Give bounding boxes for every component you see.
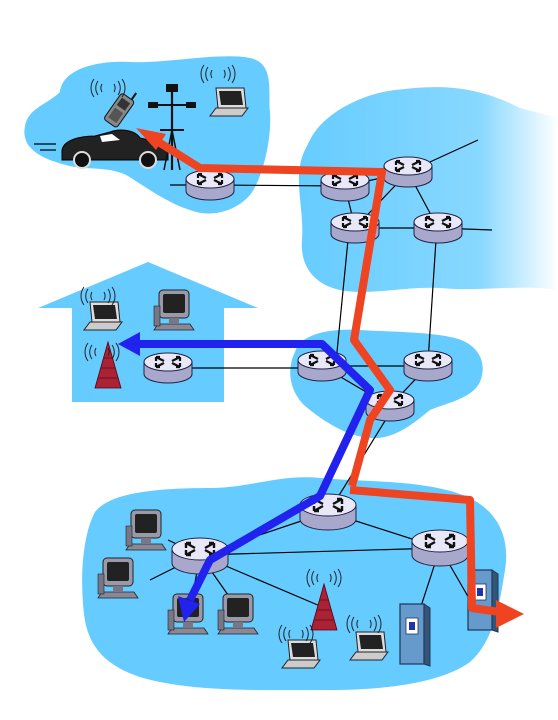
blue-path — [118, 332, 374, 622]
router-icon — [412, 211, 464, 245]
server-icon — [399, 603, 431, 667]
router-icon — [184, 168, 236, 202]
car-icon — [34, 129, 169, 169]
desktop-pc-icon — [97, 557, 139, 599]
router-icon — [402, 349, 454, 383]
router-icon — [410, 528, 470, 568]
router-icon — [142, 351, 194, 385]
cell-phone-icon — [104, 92, 138, 128]
desktop-pc-icon — [125, 509, 167, 551]
desktop-pc-icon — [217, 593, 259, 635]
home-network-house — [38, 262, 258, 402]
router-icon — [382, 155, 434, 189]
desktop-pc-icon — [153, 289, 195, 331]
red-path — [136, 128, 524, 628]
